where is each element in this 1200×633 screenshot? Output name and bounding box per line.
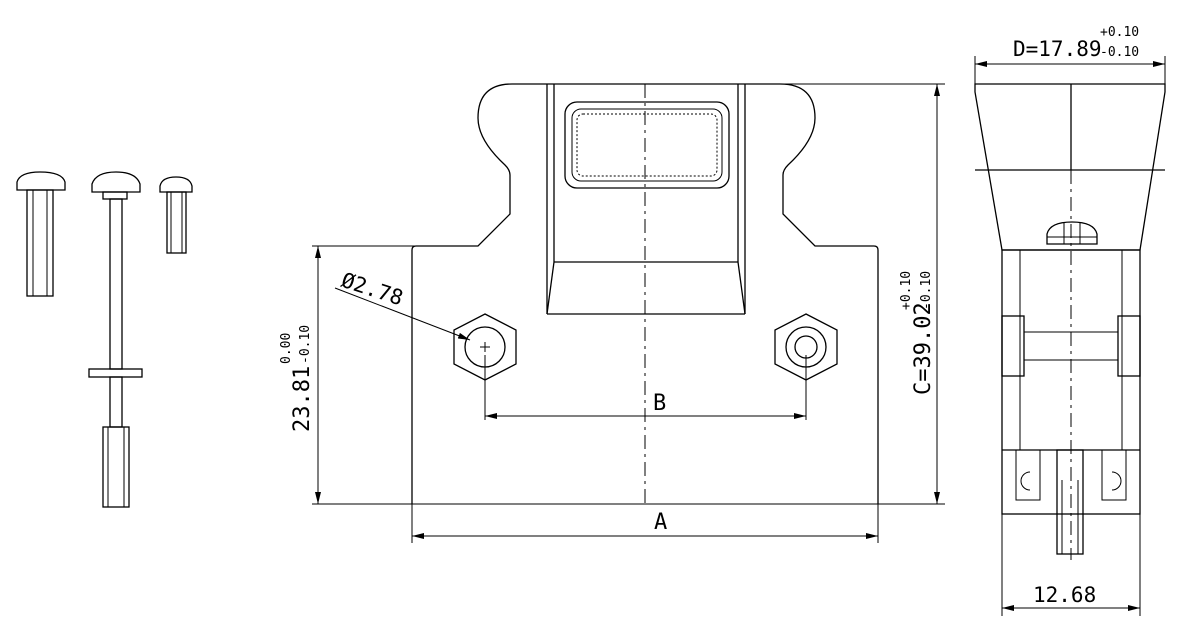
dimension-23-81-upper-tol: 0.00 — [279, 333, 294, 364]
dimension-c-lower-tol: -0.10 — [919, 271, 934, 310]
side-view: D=17.89 +0.10 -0.10 12.68 — [974, 25, 1166, 616]
dimension-d-lower-tol: -0.10 — [1100, 45, 1139, 60]
screw-short-left — [16, 171, 66, 297]
dimension-c-upper-tol: +0.10 — [899, 271, 914, 310]
dimension-12-68-label: 12.68 — [1033, 583, 1096, 607]
dimension-23-81-label: 23.81 — [290, 366, 315, 432]
dimension-a-label: A — [654, 510, 667, 535]
dimension-23-81-lower-tol: -0.10 — [298, 325, 313, 364]
dimension-c-label: C=39.02 — [911, 302, 936, 395]
screw-long — [88, 171, 143, 508]
housing-outline — [411, 83, 879, 504]
screw-small — [159, 176, 193, 254]
front-view: B A 23.81 0.00 -0.10 C=39.02 +0.10 -0.10… — [279, 83, 945, 543]
dimension-b-label: B — [653, 391, 666, 416]
dimension-d-label: D=17.89 — [1013, 37, 1102, 61]
hole-diameter-label: Ø2.78 — [338, 268, 406, 310]
label-window — [564, 101, 730, 189]
dimension-d-upper-tol: +0.10 — [1100, 25, 1139, 40]
